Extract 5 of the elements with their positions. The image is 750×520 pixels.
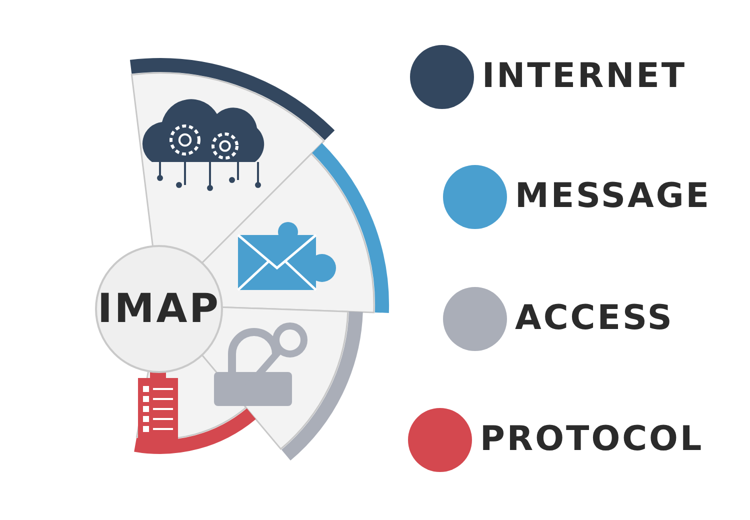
legend-label: PROTOCOL <box>480 419 704 459</box>
legend-label: ACCESS <box>515 298 674 338</box>
legend-label: MESSAGE <box>515 176 711 216</box>
legend-label: INTERNET <box>482 56 687 96</box>
center-circle: IMAP <box>95 245 223 373</box>
